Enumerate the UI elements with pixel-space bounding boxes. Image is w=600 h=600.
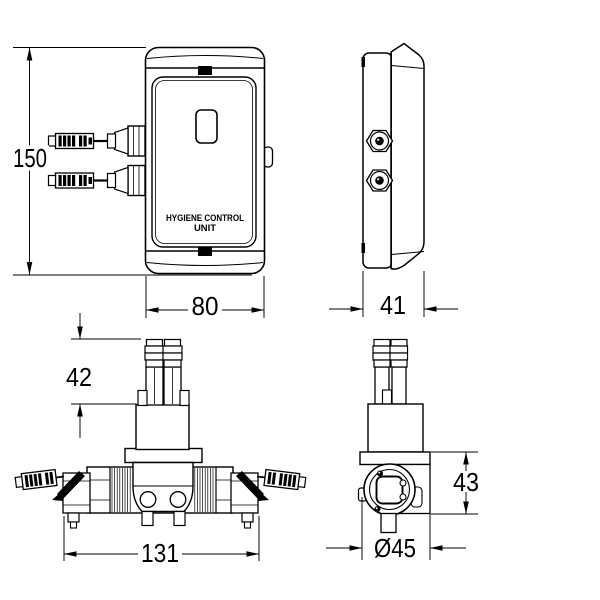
dimension-value: 150 <box>13 143 47 173</box>
collar-tab-left <box>137 389 148 407</box>
port-circle-left <box>139 491 157 508</box>
arrowhead-up <box>77 404 83 417</box>
cable-gland-upper <box>47 125 146 157</box>
control-unit-side-view <box>361 42 425 270</box>
arrowhead-left <box>430 545 443 551</box>
port-circle-right <box>169 491 187 508</box>
right-clamp-tab <box>258 491 269 501</box>
knurl-right <box>194 468 214 512</box>
right-clamp-lever <box>236 471 264 499</box>
inlet-tubes <box>137 338 190 407</box>
dimension-value: 131 <box>141 538 179 568</box>
top-cap-edge <box>391 64 425 70</box>
drain-pin <box>241 512 254 523</box>
bottom-stub-left <box>141 510 154 527</box>
dimension-value: 80 <box>192 291 219 321</box>
dimension-inlet-height: 42 <box>66 313 141 438</box>
collar-tab-right <box>179 389 190 407</box>
device-label-line1: HYGIENE CONTROL <box>166 213 244 223</box>
control-unit-front-view: HYGIENE CONTROL UNIT <box>47 46 274 275</box>
bottom-stub-right <box>173 510 186 527</box>
bottom-cap-edge <box>391 250 425 256</box>
bottom-stem <box>380 512 397 534</box>
cover-outline <box>390 42 425 270</box>
left-sensor-plug <box>14 468 65 491</box>
arrowhead-up <box>463 452 469 465</box>
valve-flange <box>124 447 203 464</box>
cartridge-face-inner <box>368 468 411 511</box>
arrowhead-down <box>463 501 469 514</box>
front-door-panel-inner <box>155 80 253 244</box>
arrowhead-right <box>251 307 264 313</box>
arrowhead-down <box>26 262 33 275</box>
mount-clip-bottom <box>361 243 365 253</box>
solenoid-valve-front-view <box>14 338 307 529</box>
dimension-value: 41 <box>380 290 406 320</box>
mount-clip-top <box>361 57 365 67</box>
arrowhead-right <box>349 545 362 551</box>
arrowhead-left <box>424 306 437 312</box>
device-label-line2: UNIT <box>194 223 217 233</box>
screw-bottom <box>374 506 381 512</box>
valve-upper-body-side <box>367 403 424 453</box>
arrowhead-left <box>64 551 77 557</box>
knurl-left <box>111 468 131 512</box>
right-sensor-plug <box>256 468 307 491</box>
drain-pin <box>67 512 80 523</box>
dimension-value: 43 <box>453 467 479 497</box>
valve-upper-body <box>135 403 190 451</box>
dimension-valve-width: 131 <box>63 516 260 568</box>
dimension-value: Ø45 <box>374 533 416 563</box>
dimension-value: 42 <box>66 362 92 392</box>
sensor-window <box>195 109 218 144</box>
arrowhead-right <box>350 306 363 312</box>
arrowhead-up <box>26 47 33 61</box>
dimension-valve-head-height: 43 <box>431 451 481 515</box>
top-clip <box>198 66 212 75</box>
tube-clip <box>381 389 393 405</box>
dimension-side-depth: 41 <box>329 271 458 320</box>
screw-top <box>377 470 383 477</box>
dimension-valve-head-diameter: Ø45 <box>326 497 466 563</box>
socket-opening <box>375 475 404 505</box>
gland-nut-upper <box>365 129 394 153</box>
back-plate <box>362 52 393 269</box>
top-cap-edge <box>146 55 264 59</box>
solenoid-valve-side-view <box>357 338 431 534</box>
cable-gland-lower <box>47 164 146 197</box>
left-clamp-lever <box>57 471 85 499</box>
bottom-clip <box>198 247 212 256</box>
arrowhead-left <box>146 307 159 313</box>
dimension-front-height: 150 <box>11 47 252 276</box>
left-clamp-tab <box>52 491 63 501</box>
dimension-front-width: 80 <box>145 276 265 321</box>
arrowhead-down <box>77 326 83 339</box>
valve-flange-side <box>359 451 431 466</box>
arrowhead-right <box>246 551 259 557</box>
gland-nut-lower <box>365 169 394 192</box>
cartridge-face-outer <box>363 463 416 516</box>
bottom-cap-edge <box>146 262 264 266</box>
